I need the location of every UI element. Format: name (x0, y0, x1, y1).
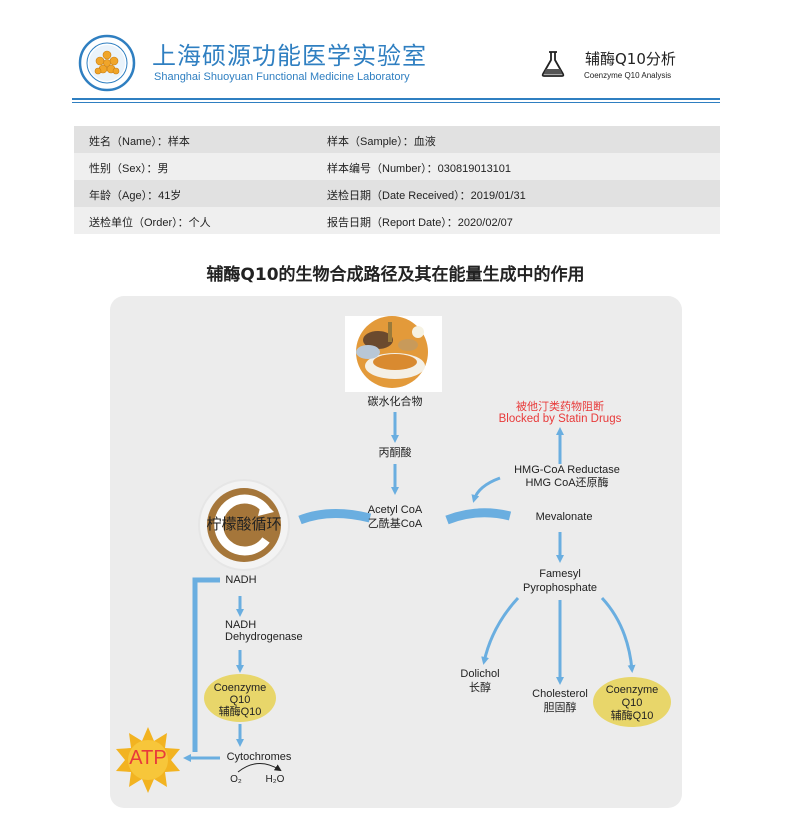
arrow-famesyl-coq10 (600, 596, 636, 673)
label-atp: ATP (129, 747, 167, 769)
sample-type: 样本（Sample）：血液 (327, 136, 436, 148)
label-coq10-right-1: Coenzyme (605, 684, 659, 696)
lab-name-cn: 上海硕源功能医学实验室 (152, 42, 427, 70)
label-dolichol-en: Dolichol (460, 668, 500, 680)
label-coq10-left-1: Coenzyme (213, 682, 267, 694)
flask-icon (541, 51, 565, 77)
label-nadh-dh-2: Dehydrogenase (225, 631, 303, 643)
label-coq10-left-3: 辅酶Q10 (218, 706, 262, 718)
label-coq10-right-2: Q10 (621, 697, 643, 709)
tca-cycle-icon (198, 479, 290, 571)
report-title-cn: 辅酶Q10分析 (585, 50, 676, 68)
header-divider (72, 98, 720, 100)
arrow-acetyl-mevalonate (445, 508, 512, 525)
label-cholesterol-en: Cholesterol (532, 688, 588, 700)
label-statin-cn: 被他汀类药物阻断 (516, 401, 604, 413)
food-icon (345, 316, 442, 392)
label-pyruvate: 丙酮酸 (378, 447, 412, 459)
order-unit: 送检单位（Order）：个人 (89, 217, 211, 229)
report-date: 报告日期（Report Date）：2020/02/07 (327, 217, 513, 229)
pathway-arrows (183, 412, 636, 762)
label-hmg-en: HMG-CoA Reductase (514, 464, 620, 476)
label-hmg-cn: HMG CoA还原酶 (525, 477, 609, 489)
coq10-left-ellipse (204, 674, 276, 722)
patient-name: 姓名（Name）：样本 (89, 136, 190, 148)
sample-number: 样本编号（Number）：030819013101 (327, 163, 512, 175)
label-acetyl-coa-en: Acetyl CoA (367, 504, 423, 516)
patient-sex: 性别（Sex）：男 (89, 163, 169, 175)
label-coq10-right-3: 辅酶Q10 (610, 710, 654, 722)
label-o2: O₂ (230, 774, 242, 785)
lab-logo-icon (78, 34, 136, 92)
label-h2o: H₂O (265, 774, 285, 785)
arrow-acetyl-tca (298, 508, 372, 525)
header-divider-thin (72, 102, 720, 103)
arrow-hmg-feedback (471, 476, 501, 503)
patient-info-table: 姓名（Name）：样本 样本（Sample）：血液 性别（Sex）：男 样本编号… (74, 126, 720, 234)
report-title-en: Coenzyme Q10 Analysis (584, 71, 672, 80)
label-coq10-left-2: Q10 (229, 694, 251, 706)
label-nadh-dh-1: NADH (225, 619, 257, 631)
nadh-to-atp-line (192, 577, 220, 752)
lab-name-en: Shanghai Shuoyuan Functional Medicine La… (154, 71, 410, 83)
info-row: 性别（Sex）：男 样本编号（Number）：030819013101 (74, 153, 720, 180)
coq10-right-ellipse (593, 677, 671, 727)
label-cytochromes: Cytochromes (226, 751, 292, 763)
info-row: 姓名（Name）：样本 样本（Sample）：血液 (74, 126, 720, 153)
label-famesyl: Famesyl (539, 568, 581, 580)
label-dolichol-cn: 长醇 (469, 682, 491, 694)
patient-age: 年龄（Age）：41岁 (89, 190, 182, 202)
info-row: 年龄（Age）：41岁 送检日期（Date Received）：2019/01/… (74, 180, 720, 207)
arrow-famesyl-dolichol (481, 596, 520, 665)
diagram-title: 辅酶Q10的生物合成路径及其在能量生成中的作用 (206, 265, 585, 285)
label-statin-en: Blocked by Statin Drugs (498, 413, 622, 425)
label-cholesterol-cn: 胆固醇 (543, 702, 577, 714)
label-pyrophosphate: Pyrophosphate (523, 582, 597, 594)
atp-burst-icon (116, 727, 180, 793)
date-received: 送检日期（Date Received）：2019/01/31 (327, 190, 526, 202)
label-mevalonate: Mevalonate (535, 511, 593, 523)
label-tca-cycle: 柠檬酸循环 (206, 516, 282, 533)
info-row: 送检单位（Order）：个人 报告日期（Report Date）：2020/02… (74, 207, 720, 234)
label-nadh: NADH (225, 574, 257, 586)
label-acetyl-coa-cn: 乙酰基CoA (367, 518, 423, 530)
oxygen-water-arrow (237, 763, 282, 773)
label-carbohydrates: 碳水化合物 (367, 396, 423, 408)
